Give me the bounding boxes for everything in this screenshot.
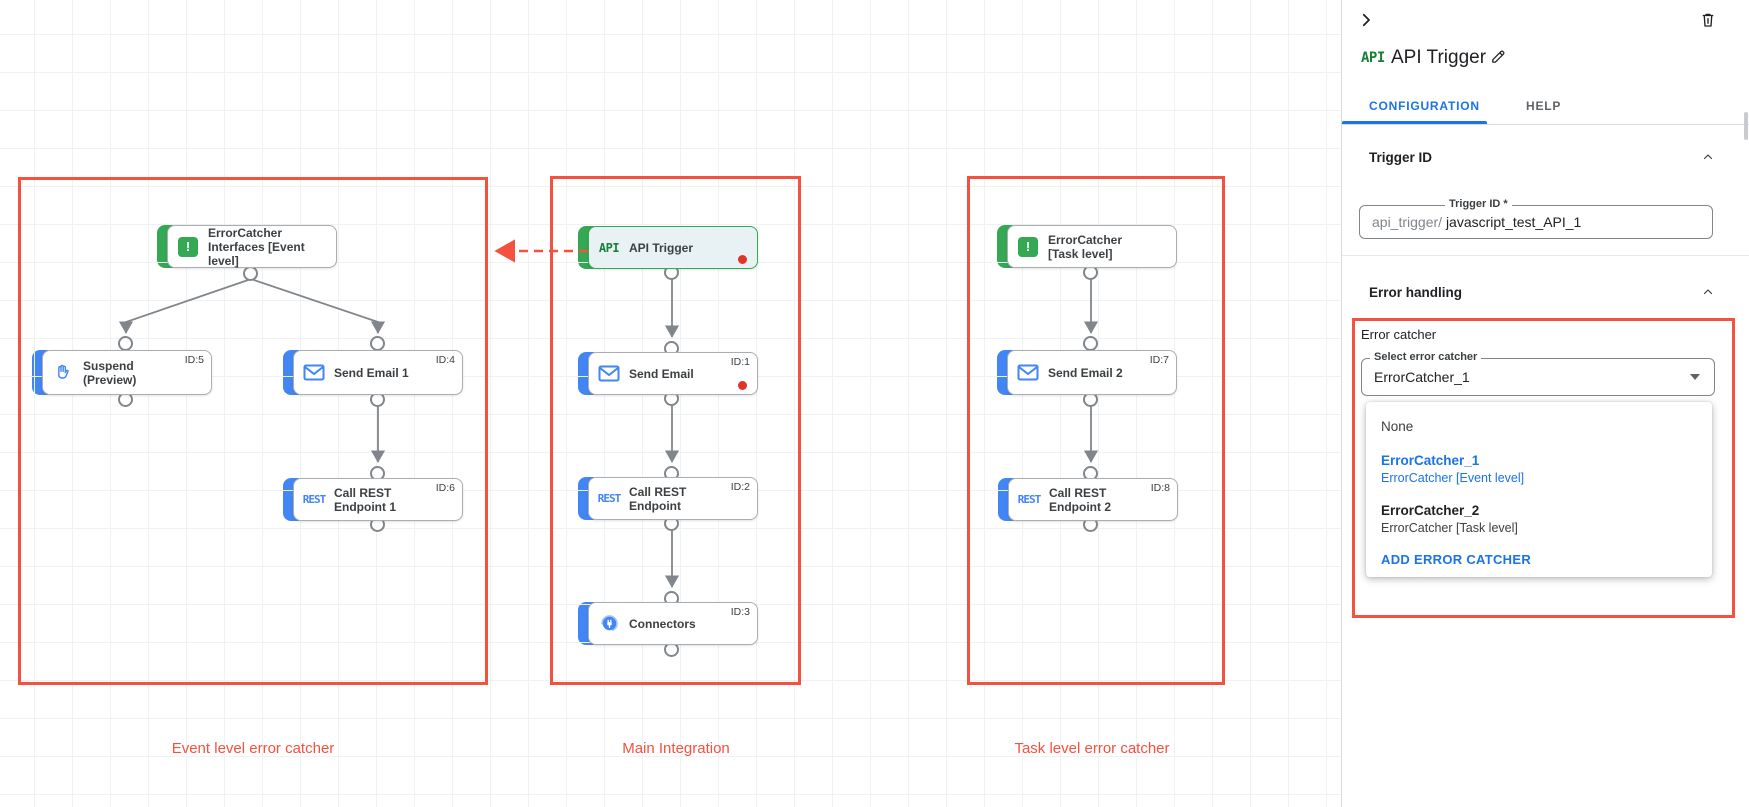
node-id-badge: ID:5 (184, 354, 204, 366)
collapse-section-icon[interactable] (1702, 286, 1714, 298)
error-dot (738, 381, 747, 390)
node-label: Endpoint (629, 498, 681, 513)
rest-icon: REST (1017, 493, 1041, 506)
node-id-badge: ID:6 (435, 482, 455, 494)
error-catcher-icon: ! (168, 236, 208, 257)
node-label: Send Email (629, 366, 694, 381)
node-send-email-2[interactable]: Send Email 2 ID:7 (997, 349, 1177, 396)
email-icon (294, 364, 334, 381)
error-catcher-icon: ! (1008, 236, 1048, 257)
option-errorcatcher-2[interactable]: ErrorCatcher_2 ErrorCatcher [Task level] (1381, 503, 1518, 535)
node-id-badge: ID:7 (1149, 354, 1169, 366)
node-id-badge: ID:1 (730, 356, 750, 368)
node-call-rest-endpoint-1[interactable]: REST Call REST Endpoint 1 ID:6 (283, 477, 463, 522)
node-id-badge: ID:3 (730, 606, 750, 618)
port[interactable] (370, 336, 385, 351)
section-divider (1342, 255, 1749, 256)
node-label: Call REST (629, 484, 687, 499)
node-label: ErrorCatcher (208, 225, 283, 240)
tab-configuration[interactable]: CONFIGURATION (1369, 99, 1480, 113)
node-errorcatcher-event-level[interactable]: ! ErrorCatcher Interfaces [Event level] (157, 224, 337, 269)
panel-tabs: CONFIGURATION HELP (1342, 90, 1749, 125)
collapse-panel-icon[interactable] (1357, 11, 1375, 32)
node-label: Call REST (334, 485, 392, 500)
group-label-main-integration: Main Integration (622, 740, 730, 757)
node-connectors[interactable]: Connectors ID:3 (578, 601, 758, 646)
node-call-rest-endpoint-2[interactable]: REST Call REST Endpoint 2 ID:8 (998, 477, 1178, 522)
tab-help[interactable]: HELP (1526, 99, 1562, 113)
port[interactable] (118, 336, 133, 351)
node-label: [Task level] (1048, 246, 1113, 261)
node-suspend-preview[interactable]: Suspend (Preview) ID:5 (32, 349, 212, 396)
trigger-id-field[interactable]: Trigger ID * api_trigger/ javascript_tes… (1359, 198, 1713, 239)
node-label: Call REST (1049, 485, 1107, 500)
node-label: (Preview) (83, 372, 137, 387)
api-trigger-icon: API (1361, 50, 1385, 66)
connectors-icon (589, 612, 629, 635)
panel-scrollbar[interactable] (1744, 112, 1748, 140)
config-panel: API API Trigger CONFIGURATION HELP Trigg… (1341, 0, 1749, 807)
group-label-task-level: Task level error catcher (1014, 740, 1170, 757)
error-dot (738, 255, 747, 264)
select-error-catcher[interactable]: Select error catcher ErrorCatcher_1 (1361, 351, 1715, 396)
delete-trigger-icon[interactable] (1699, 11, 1717, 32)
group-rect-task-level (967, 176, 1225, 685)
node-label: Suspend (83, 358, 134, 373)
email-icon (1008, 364, 1048, 381)
port[interactable] (243, 266, 258, 281)
group-label-event-level: Event level error catcher (171, 740, 335, 757)
node-send-email-1[interactable]: Send Email 1 ID:4 (283, 349, 463, 396)
select-error-catcher-label: Select error catcher (1370, 351, 1482, 363)
node-label: Endpoint 1 (334, 499, 396, 514)
group-rect-main-integration (550, 176, 801, 685)
node-call-rest-endpoint[interactable]: REST Call REST Endpoint ID:2 (578, 476, 758, 521)
rest-icon: REST (302, 493, 326, 506)
error-catcher-dropdown-menu: None ErrorCatcher_1 ErrorCatcher [Event … (1366, 402, 1712, 577)
group-rect-event-level (18, 177, 488, 685)
node-api-trigger[interactable]: API API Trigger (578, 225, 758, 270)
edit-title-icon[interactable] (1490, 48, 1507, 68)
panel-title: API Trigger (1391, 47, 1487, 68)
node-label: API Trigger (629, 240, 694, 255)
section-trigger-id: Trigger ID (1369, 150, 1433, 165)
dropdown-arrow-icon (1690, 374, 1700, 380)
trigger-id-value[interactable]: javascript_test_API_1 (1445, 214, 1582, 230)
option-errorcatcher-1[interactable]: ErrorCatcher_1 ErrorCatcher [Event level… (1381, 453, 1525, 485)
node-label: Send Email 2 (1048, 365, 1123, 380)
node-id-badge: ID:2 (730, 481, 750, 493)
node-label: Connectors (629, 616, 696, 631)
option-none[interactable]: None (1381, 419, 1414, 434)
node-label: Send Email 1 (334, 365, 409, 380)
section-error-handling: Error handling (1369, 285, 1463, 300)
rest-icon: REST (597, 492, 621, 505)
node-errorcatcher-task-level[interactable]: ! ErrorCatcher [Task level] (997, 224, 1177, 269)
add-error-catcher-button[interactable]: ADD ERROR CATCHER (1381, 552, 1532, 567)
api-icon: API (598, 240, 620, 255)
port[interactable] (1083, 336, 1098, 351)
node-id-badge: ID:8 (1150, 482, 1170, 494)
node-label: ErrorCatcher (1048, 232, 1123, 247)
node-send-email[interactable]: Send Email ID:1 (578, 351, 758, 396)
integration-canvas[interactable]: Event level error catcher Main Integrati… (0, 0, 1341, 807)
node-label: Endpoint 2 (1049, 499, 1111, 514)
trigger-id-prefix: api_trigger/ (1372, 214, 1443, 230)
node-id-badge: ID:4 (435, 354, 455, 366)
collapse-section-icon[interactable] (1702, 151, 1714, 163)
trigger-id-field-label: Trigger ID * (1445, 198, 1512, 210)
suspend-hand-icon (43, 363, 83, 383)
email-icon (589, 365, 629, 382)
error-catcher-highlight-rect (1352, 318, 1735, 618)
select-error-catcher-value: ErrorCatcher_1 (1374, 369, 1470, 385)
node-label: [Event level] (208, 239, 305, 268)
active-tab-underline (1342, 121, 1487, 124)
error-catcher-label: Error catcher (1361, 327, 1437, 342)
